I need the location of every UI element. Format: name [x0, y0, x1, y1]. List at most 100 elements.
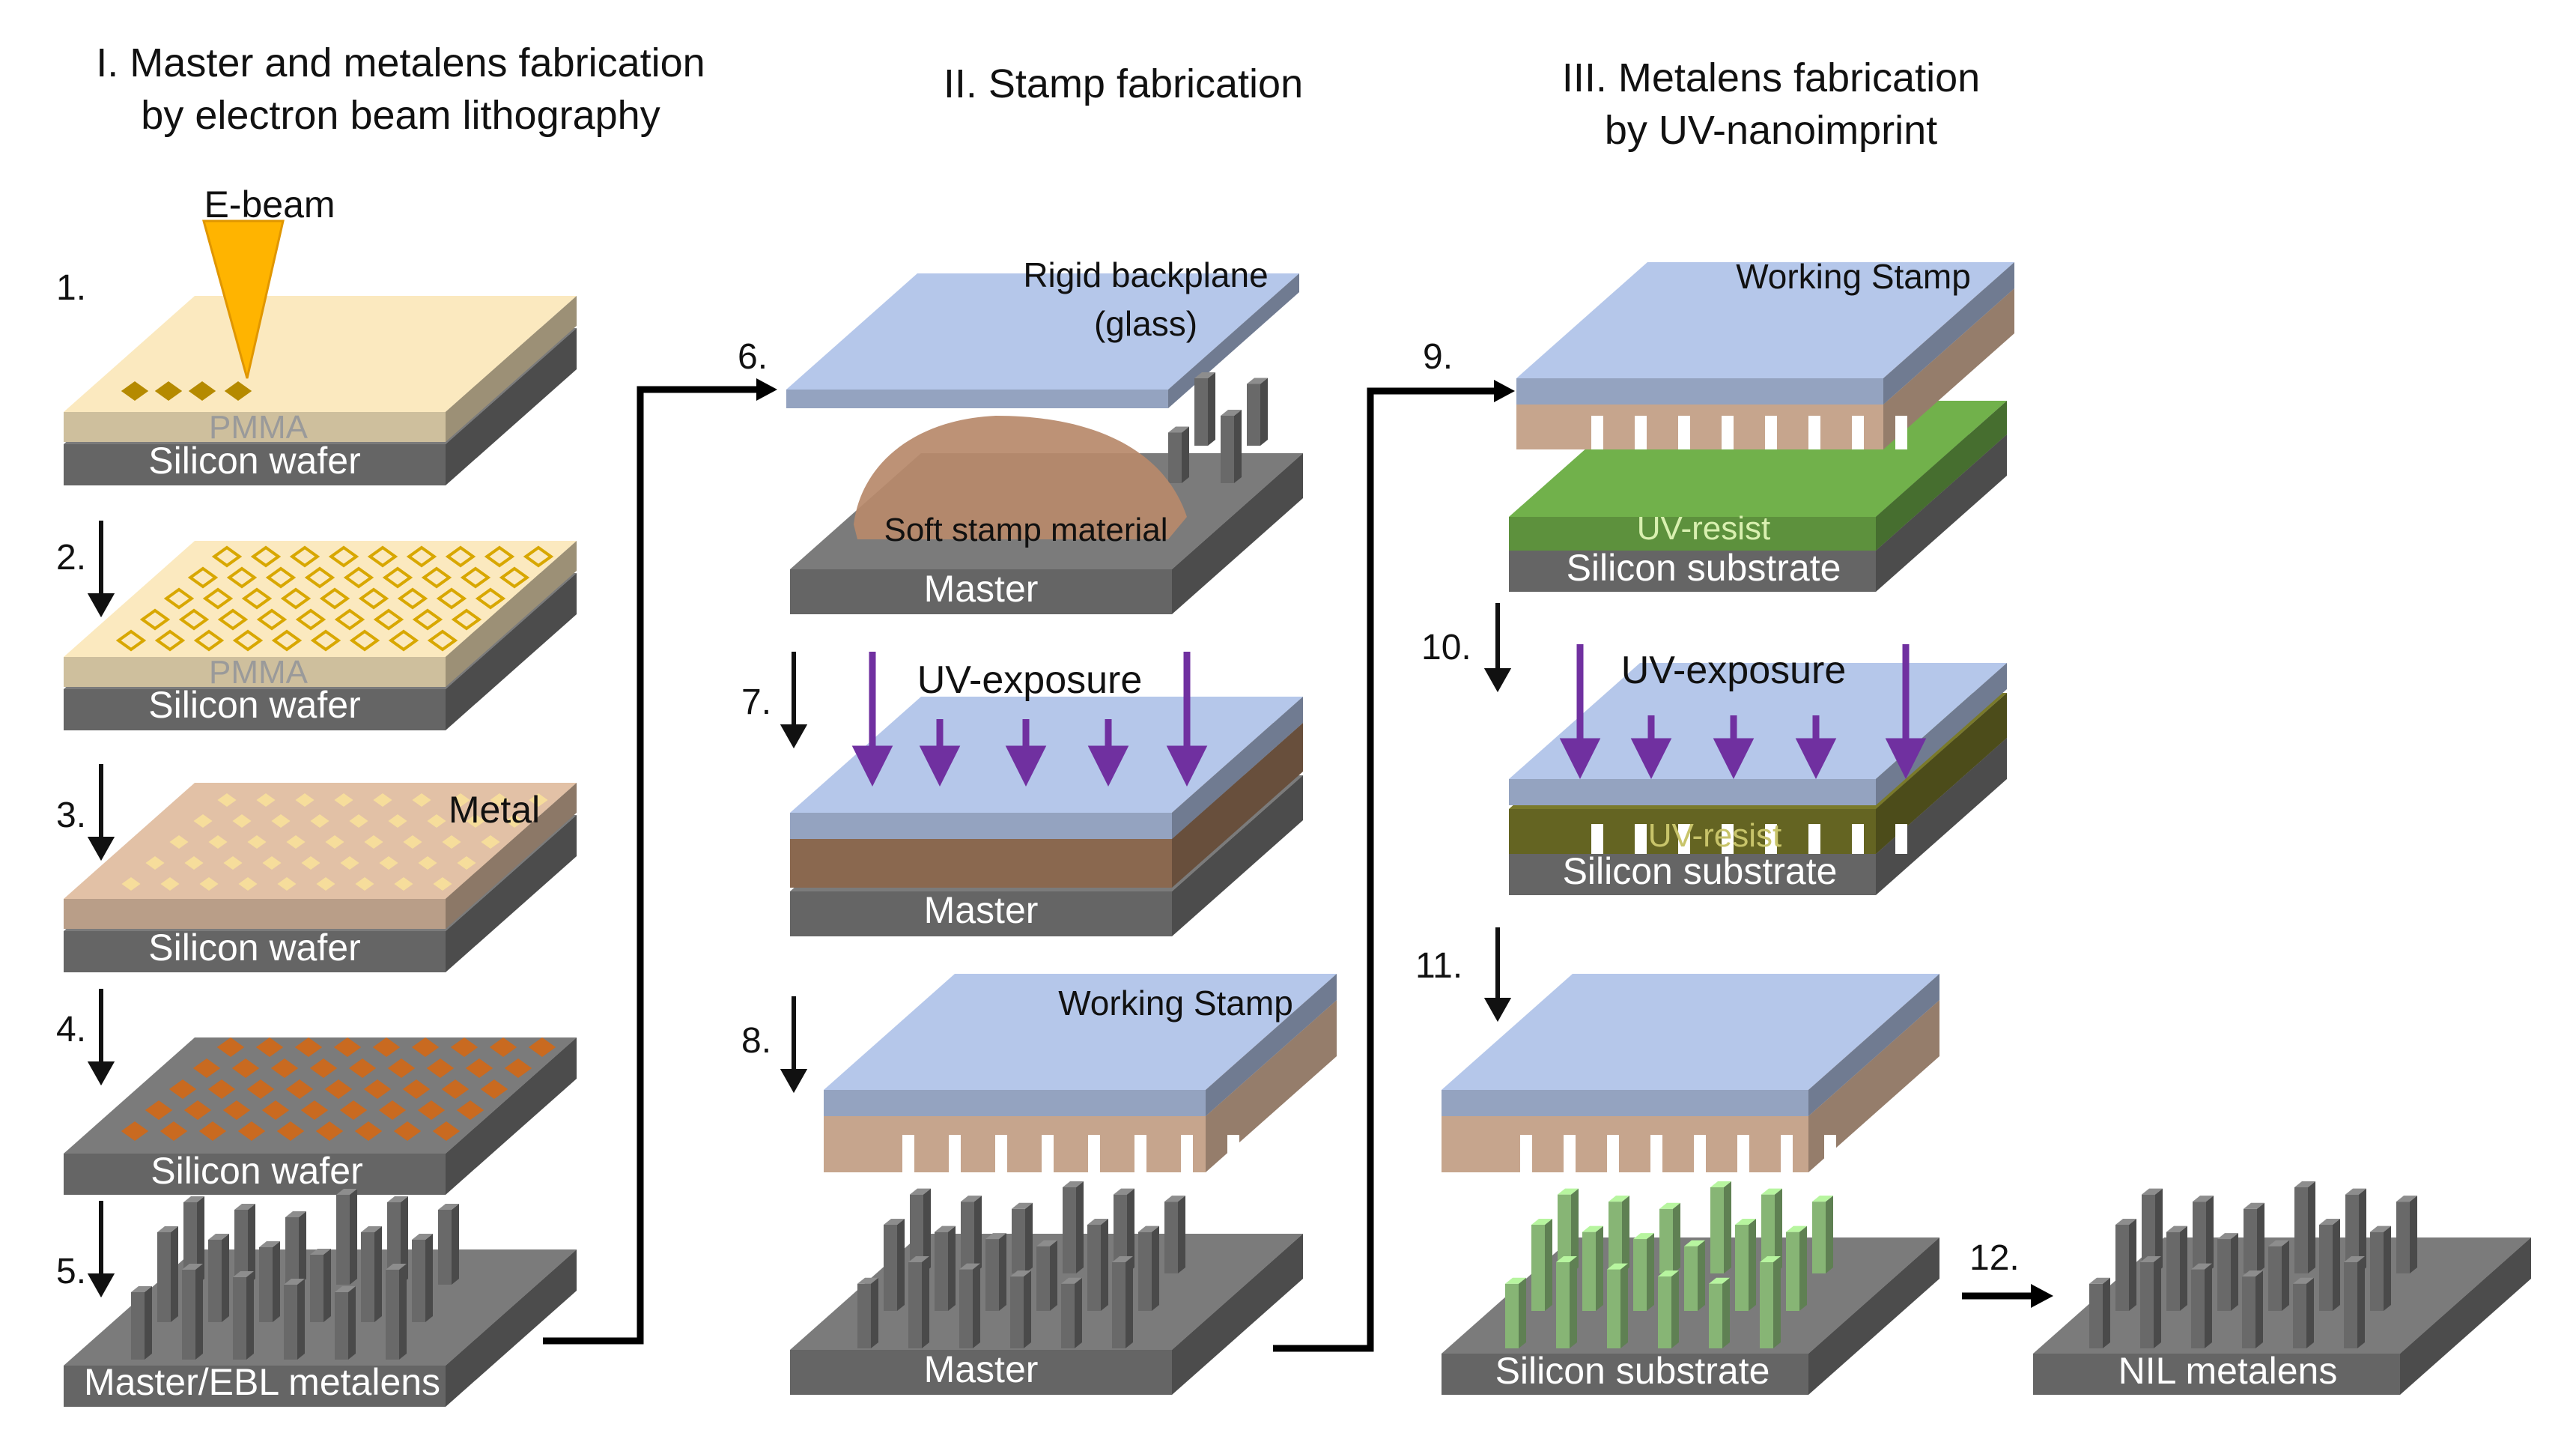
step4-dot — [528, 1037, 556, 1057]
step4-dot — [207, 1079, 236, 1099]
step7-glass — [790, 697, 1303, 839]
step-5-number: 5. — [56, 1252, 86, 1291]
step6-pillar-front — [1168, 432, 1182, 483]
step11-groove — [1564, 1135, 1576, 1172]
master-ebl-label: Master/EBL metalens — [84, 1361, 440, 1403]
pmma-label-1: PMMA — [209, 409, 309, 446]
step4-dot — [504, 1058, 532, 1078]
step11-pillar-front — [1505, 1283, 1519, 1348]
step11-pillar-front — [1658, 1276, 1671, 1348]
step10-glass-front — [1509, 779, 1876, 805]
step12-pillar-side — [2129, 1219, 2136, 1311]
step5-pillar-top — [386, 1264, 407, 1270]
step12-pillar-top — [2142, 1188, 2163, 1195]
step6-glass-front — [786, 390, 1168, 408]
step3-dot — [256, 793, 276, 807]
step9-groove — [1808, 416, 1820, 449]
step11-stamp-front — [1442, 1116, 1808, 1172]
header-col3-line1: III. Metalens fabrication — [1562, 55, 1980, 100]
step8-pillar — [884, 1219, 905, 1311]
step8-pillar-front — [857, 1283, 871, 1348]
step4-dot — [339, 1100, 368, 1120]
step12-pillar-side — [2357, 1256, 2365, 1348]
step12-pillar-top — [2217, 1233, 2238, 1240]
step9-groove — [1635, 416, 1647, 449]
step4-dot — [426, 1058, 455, 1078]
step10-groove — [1722, 824, 1734, 854]
step8-pillar-front — [1063, 1187, 1076, 1273]
step2-dot — [226, 566, 258, 589]
step11-pillar-front — [1761, 1194, 1775, 1273]
step-8-number: 8. — [741, 1021, 771, 1061]
step12-pillar-side — [2306, 1277, 2314, 1348]
soft-stamp-label: Soft stamp material — [884, 512, 1167, 548]
step7-glass-front — [790, 813, 1172, 839]
step3-dot — [490, 793, 509, 807]
step9-groove — [1852, 416, 1864, 449]
step10-substrate-side — [1876, 738, 2007, 895]
step8-pillar — [1063, 1181, 1084, 1273]
step5-wafer-side — [446, 1249, 577, 1407]
rigid-backplane-label-2: (glass) — [1094, 304, 1197, 343]
step5-pillar-side — [348, 1286, 356, 1360]
step3-dot — [433, 877, 452, 891]
step1-wafer-front — [64, 444, 446, 485]
step11-pillar — [1556, 1256, 1577, 1348]
step12-pillar-top — [2319, 1219, 2340, 1225]
step5-pillar-front — [131, 1292, 145, 1360]
step11-pillar-side — [1799, 1226, 1807, 1311]
step12-pillar-front — [2396, 1202, 2410, 1273]
step11-pillar-top — [1531, 1219, 1552, 1225]
step11-groove — [1607, 1135, 1619, 1172]
step7-glass-side — [1172, 697, 1303, 839]
step2-dot — [523, 545, 554, 568]
uv-arrows — [851, 644, 1927, 787]
step5-pillar-side — [299, 1211, 306, 1285]
step11-pillar-side — [1571, 1188, 1579, 1273]
step11-pillar-top — [1761, 1188, 1782, 1195]
step8-glass — [824, 974, 1337, 1116]
step8-pillar-front — [1061, 1283, 1075, 1348]
step12-pillar-top — [2370, 1226, 2391, 1232]
step11-pillar-top — [1710, 1181, 1731, 1187]
step11-glass-top — [1442, 974, 1939, 1090]
step12-pillar-side — [2103, 1277, 2110, 1348]
step8-pillar-top — [1114, 1188, 1134, 1195]
step11-pillar-top — [1505, 1277, 1526, 1284]
step6-pillar-side — [1208, 372, 1215, 446]
master-label-8: Master — [924, 1348, 1039, 1390]
step4-dot — [198, 1121, 227, 1141]
step12-pillar — [2242, 1270, 2263, 1348]
step11-pillar-side — [1749, 1219, 1756, 1311]
step2-dot — [412, 608, 443, 631]
step5-pillar — [361, 1226, 382, 1322]
step5-pillar-side — [401, 1196, 408, 1285]
step3-dot — [271, 814, 291, 828]
step2-dot — [484, 545, 515, 568]
step11-pillar-front — [1582, 1231, 1596, 1311]
step5-pillar-top — [285, 1211, 306, 1217]
step7-master-front — [790, 891, 1172, 936]
step5-pillar-front — [310, 1255, 323, 1322]
step5-pillar-top — [387, 1196, 408, 1202]
step2-dot — [421, 566, 452, 589]
step3-dot — [193, 814, 213, 828]
step8-pillar-top — [935, 1226, 956, 1232]
step11-pillar-top — [1658, 1270, 1679, 1277]
step11-pillar-side — [1596, 1226, 1603, 1311]
step8-pillar-top — [959, 1263, 980, 1270]
step1-pmma-side — [446, 296, 577, 442]
step12-pillar-top — [2191, 1263, 2212, 1270]
step12-substrate-side — [2400, 1237, 2531, 1395]
step2-dot — [319, 587, 350, 610]
step8-pillar-top — [908, 1256, 929, 1262]
step2-dot — [367, 545, 398, 568]
step4-dot — [183, 1100, 212, 1120]
step8-glass-front — [824, 1090, 1206, 1116]
step2-dot — [304, 566, 335, 589]
pillar-structures — [131, 372, 2417, 1360]
step11-groove — [1520, 1135, 1532, 1172]
metal-label: Metal — [449, 789, 540, 831]
step8-pillar — [1112, 1256, 1133, 1348]
step5-pillar-top — [336, 1189, 357, 1195]
